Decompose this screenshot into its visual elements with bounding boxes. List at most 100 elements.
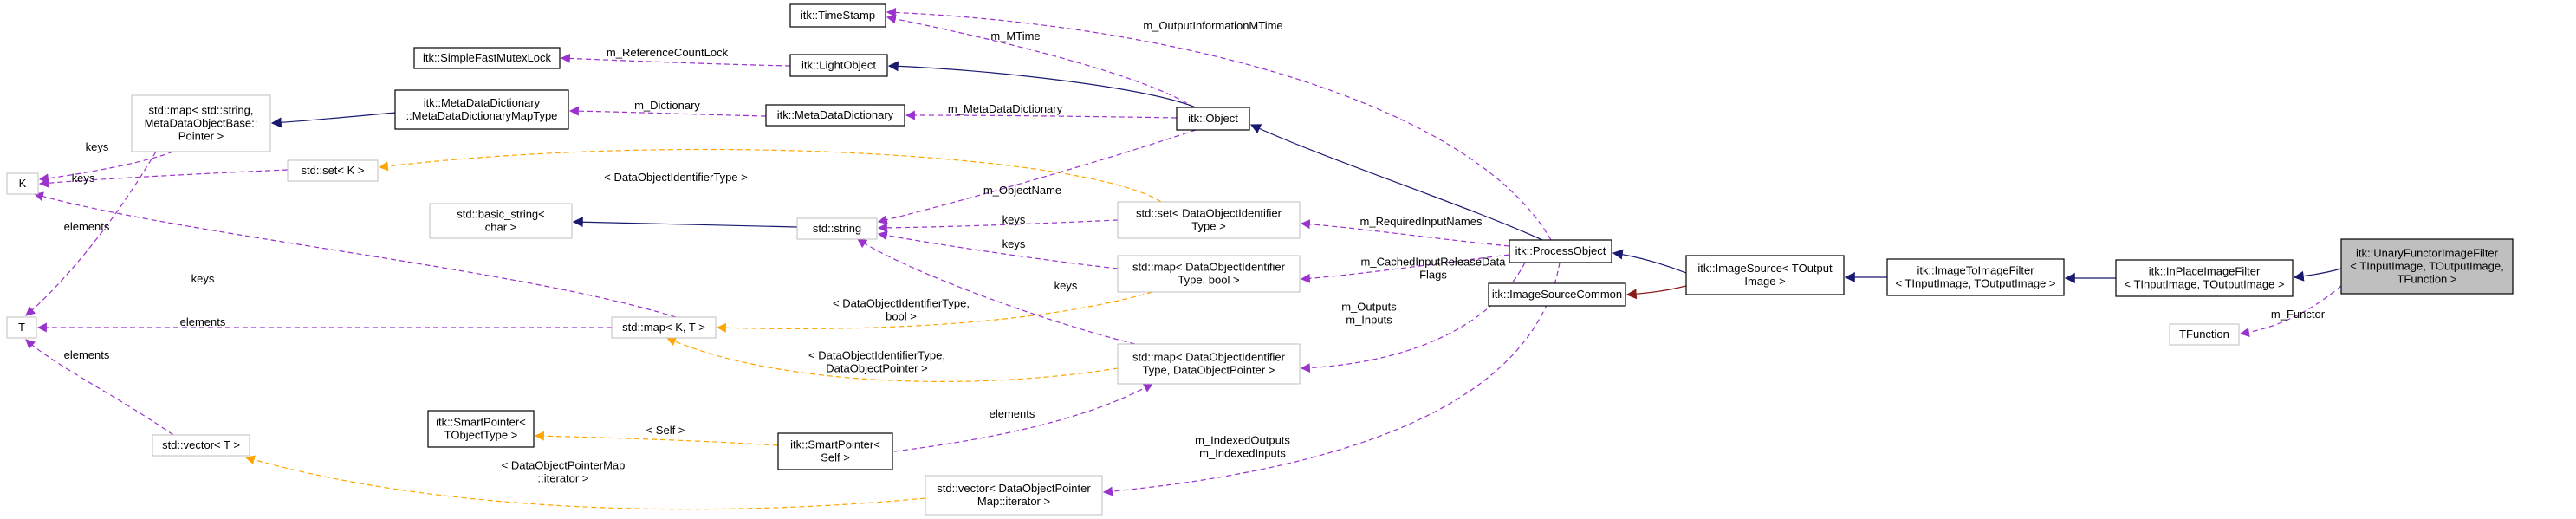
edge-stdstring-to-basic_string — [572, 217, 798, 228]
edge-label: elements — [180, 315, 226, 328]
node-stdset_K[interactable]: std::set< K > — [287, 159, 379, 182]
node-label: < TInputImage, TOutputImage, — [2350, 260, 2503, 273]
node-box — [1509, 239, 1612, 263]
edge-line — [1300, 219, 1510, 247]
node-label: Image > — [1744, 275, 1785, 288]
node-box — [427, 410, 535, 448]
node-box — [413, 47, 561, 69]
node-label: Type, bool > — [1178, 274, 1239, 287]
node-box — [765, 104, 905, 127]
node-stdvector_dopm[interactable]: std::vector< DataObjectPointerMap::itera… — [925, 475, 1103, 516]
node-box — [6, 316, 37, 339]
edge-label: keys — [191, 272, 215, 285]
node-mdd_maptype[interactable]: itk::MetaDataDictionary::MetaDataDiction… — [394, 89, 569, 130]
node-label: std::map< std::string, — [148, 104, 253, 117]
node-object[interactable]: itk::Object — [1176, 107, 1250, 131]
node-box — [2115, 259, 2294, 297]
node-label: Type, DataObjectPointer > — [1143, 364, 1275, 377]
node-processobject[interactable]: itk::ProcessObject — [1509, 239, 1612, 263]
edge-label: < Self > — [646, 424, 685, 437]
edge-line — [38, 169, 289, 188]
edge-line — [1612, 249, 1687, 274]
edge-label: < DataObjectIdentifierType, — [808, 349, 945, 362]
edge-line — [887, 61, 1197, 108]
node-box — [131, 94, 271, 152]
edge-object-to-timestamp: m_MTime — [886, 14, 1195, 108]
node-label: itk::SimpleFastMutexLock — [423, 51, 552, 64]
edge-label: m_IndexedInputs — [1199, 447, 1286, 460]
node-label: char > — [485, 221, 517, 234]
node-box — [796, 217, 878, 240]
edge-stdset_doi-to-stdstring: keys — [877, 213, 1119, 233]
node-label: T — [18, 321, 25, 334]
node-smartptr_self[interactable]: itk::SmartPointer<Self > — [777, 432, 893, 470]
edge-stdset_doi-to-stdset_K: < DataObjectIdentifierType > — [378, 148, 1162, 203]
node-label: std::string — [813, 222, 861, 235]
edge-label: m_Functor — [2271, 308, 2326, 321]
node-label: itk::MetaDataDictionary — [777, 108, 894, 121]
node-stdvector_T[interactable]: std::vector< T > — [152, 434, 250, 457]
edge-line — [893, 383, 1153, 452]
node-box — [777, 432, 893, 470]
node-timestamp[interactable]: itk::TimeStamp — [789, 3, 886, 28]
edge-label: keys — [72, 172, 95, 185]
edge-label: < DataObjectIdentifierType, — [833, 297, 970, 310]
edge-line — [716, 291, 1153, 333]
edge-stdmap_doi_bool-to-stdmap_KT: < DataObjectIdentifierType,bool > — [716, 291, 1153, 333]
edge-line — [1102, 262, 1561, 496]
node-stdset_doi[interactable]: std::set< DataObjectIdentifierType > — [1117, 201, 1301, 239]
edge-line — [378, 148, 1162, 203]
edge-line — [25, 151, 157, 316]
node-label: TFunction > — [2397, 273, 2456, 286]
node-stdmap_mdob[interactable]: std::map< std::string,MetaDataObjectBase… — [131, 94, 271, 152]
node-T[interactable]: T — [6, 316, 37, 339]
node-imagesource[interactable]: itk::ImageSource< TOutputImage > — [1685, 255, 1845, 295]
node-mdd[interactable]: itk::MetaDataDictionary — [765, 104, 905, 127]
edge-line — [665, 337, 1119, 382]
edge-label: < DataObjectIdentifierType > — [604, 171, 747, 184]
node-K[interactable]: K — [6, 172, 39, 195]
edge-label: m_CachedInputReleaseData — [1361, 256, 1507, 269]
edge-label: m_RequiredInputNames — [1360, 215, 1483, 228]
node-box — [394, 89, 569, 130]
edge-object-to-mdd: m_MetaDataDictionary — [905, 102, 1178, 120]
node-box — [1117, 255, 1301, 293]
node-basic_string[interactable]: std::basic_string<char > — [429, 203, 573, 239]
node-box — [925, 475, 1103, 516]
node-label: ::MetaDataDictionaryMapType — [406, 109, 558, 122]
node-imagetoimage[interactable]: itk::ImageToImageFilter< TInputImage, TO… — [1886, 258, 2065, 296]
node-inplace[interactable]: itk::InPlaceImageFilter< TInputImage, TO… — [2115, 259, 2294, 297]
edge-label: elements — [990, 407, 1035, 420]
node-box — [2340, 238, 2514, 295]
node-smartptr_tobj[interactable]: itk::SmartPointer<TObjectType > — [427, 410, 535, 448]
node-tfunction[interactable]: TFunction — [2169, 323, 2240, 346]
edge-label: keys — [1054, 279, 1078, 292]
edge-label: m_OutputInformationMTime — [1143, 19, 1282, 32]
edge-line — [877, 230, 1119, 269]
node-fastmutex[interactable]: itk::SimpleFastMutexLock — [413, 47, 561, 69]
edge-label: m_ReferenceCountLock — [607, 46, 729, 59]
node-label: Type > — [1191, 220, 1225, 233]
node-label: itk::UnaryFunctorImageFilter — [2356, 247, 2499, 260]
edge-object-to-stdstring: m_ObjectName — [877, 129, 1197, 224]
node-label: < TInputImage, TOutputImage > — [2124, 278, 2284, 291]
node-lightobject[interactable]: itk::LightObject — [789, 54, 888, 77]
node-unaryfunctor[interactable]: itk::UnaryFunctorImageFilter< TInputImag… — [2340, 238, 2514, 295]
edge-stdmap_mdob-to-T: elements — [25, 151, 157, 316]
node-label: std::basic_string< — [457, 208, 545, 221]
edge-line — [568, 106, 767, 117]
node-stdstring[interactable]: std::string — [796, 217, 878, 240]
node-box — [789, 54, 888, 77]
node-stdmap_doi_dop[interactable]: std::map< DataObjectIdentifierType, Data… — [1117, 343, 1301, 385]
node-imagesourcecommon[interactable]: itk::ImageSourceCommon — [1488, 282, 1626, 307]
node-box — [1117, 201, 1301, 239]
node-stdmap_KT[interactable]: std::map< K, T > — [611, 316, 717, 339]
edge-stdmap_KT-to-T: elements — [36, 315, 612, 333]
node-label: itk::LightObject — [801, 59, 876, 72]
node-stdmap_doi_bool[interactable]: std::map< DataObjectIdentifierType, bool… — [1117, 255, 1301, 293]
node-label: itk::ProcessObject — [1515, 244, 1606, 257]
node-label: itk::ImageSourceCommon — [1492, 288, 1622, 301]
edge-line — [534, 431, 779, 446]
